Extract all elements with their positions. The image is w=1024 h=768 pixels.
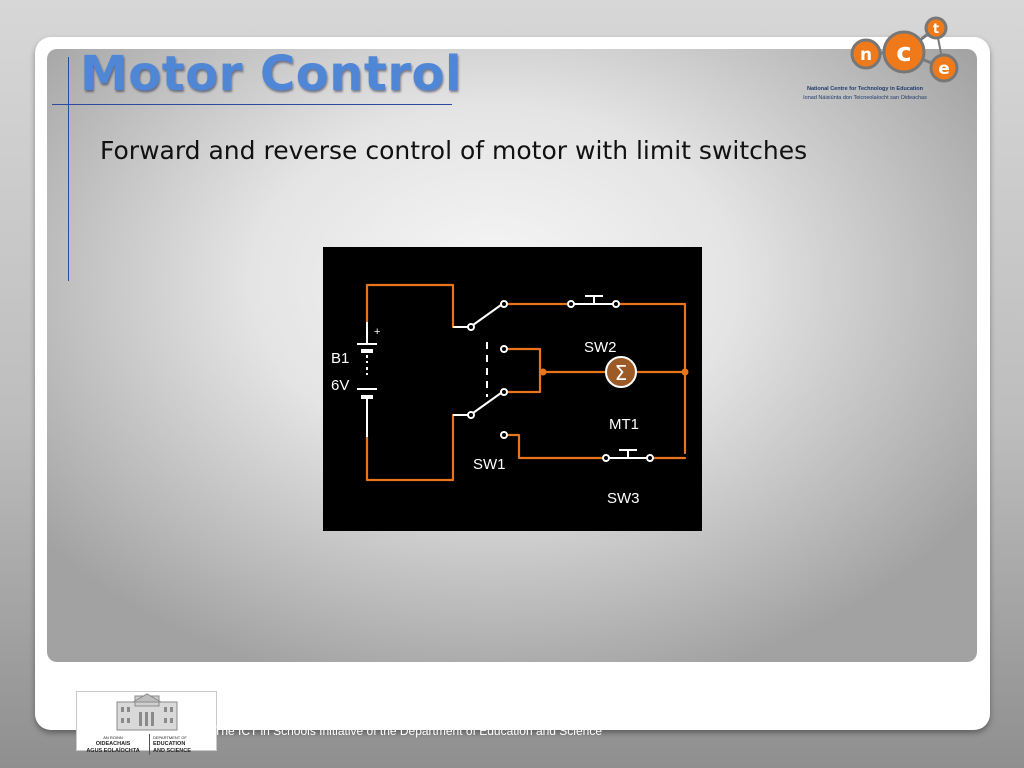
- footer-text: The ICT in Schools Initiative of the Dep…: [214, 724, 602, 738]
- side-accent-line: [68, 57, 69, 281]
- slide-title: Motor Control: [80, 46, 462, 102]
- wire-sw1-mid-upper: [505, 347, 542, 394]
- ncte-letter-t: t: [933, 22, 939, 37]
- circuit-diagram: + B1 6V SW1 SW2: [323, 247, 702, 531]
- wire-sw1-lower: [505, 433, 605, 460]
- ncte-logo: n c t e: [846, 14, 964, 90]
- ncte-caption-english: National Centre for Technology in Educat…: [806, 86, 923, 92]
- battery-label: B1: [331, 350, 349, 367]
- battery-voltage-label: 6V: [331, 377, 349, 394]
- government-building-icon: [116, 693, 178, 731]
- battery-plus-sign: +: [374, 326, 380, 338]
- department-of-education-logo: AN ROINN OIDEACHAIS AGUS EOLAÍOCHTA DEPA…: [76, 691, 217, 755]
- ncte-caption-irish: Ionad Náisiúnta don Teicneolaíocht san O…: [803, 95, 927, 101]
- wire-battery-top: [365, 283, 455, 329]
- ncte-letter-c: c: [896, 38, 911, 68]
- title-underline: [52, 104, 452, 105]
- doe-irish-line1: OIDEACHAIS: [95, 741, 131, 747]
- junction-right: [681, 368, 689, 376]
- motor-symbol-sigma: Σ: [615, 361, 628, 385]
- ncte-letter-e: e: [938, 59, 950, 79]
- wire-sw2-right: [617, 302, 687, 455]
- doe-english-top: DEPARTMENT OF: [153, 735, 187, 740]
- switch-sw3-symbol: [602, 449, 654, 462]
- slide-subtitle: Forward and reverse control of motor wit…: [100, 136, 808, 165]
- switch-sw3-label: SW3: [607, 490, 640, 507]
- switch-sw2-label: SW2: [584, 339, 617, 356]
- ncte-caption: National Centre for Technology in Educat…: [790, 85, 940, 103]
- junction-left: [539, 368, 547, 376]
- battery-symbol: [357, 322, 377, 437]
- switch-sw1-label: SW1: [473, 456, 506, 473]
- switch-sw2-symbol: [567, 295, 620, 308]
- doe-english-line2: AND SCIENCE: [153, 748, 191, 754]
- switch-sw1-symbol: [453, 300, 508, 439]
- motor-mt1-symbol: [605, 356, 637, 388]
- wire-battery-bottom: [365, 413, 455, 482]
- doe-irish-line2: AGUS EOLAÍOCHTA: [86, 748, 140, 754]
- ncte-letter-n: n: [860, 45, 872, 65]
- motor-mt1-label: MT1: [609, 416, 639, 433]
- doe-english-line1: EDUCATION: [153, 741, 186, 747]
- doe-irish-top: AN ROINN: [103, 735, 123, 740]
